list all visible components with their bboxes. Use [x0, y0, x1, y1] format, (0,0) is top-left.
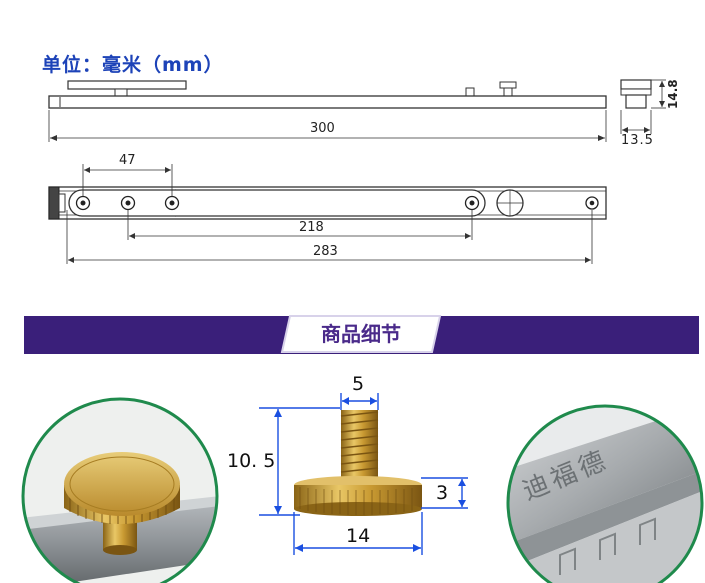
dim-arm-length: 218 [299, 220, 324, 235]
dim-head-height: 3 [436, 482, 449, 504]
rail-detail-frame [506, 404, 704, 583]
top-view [48, 80, 607, 142]
dim-end-height: 14.8 [666, 79, 680, 109]
knob-detail-frame [21, 397, 219, 583]
unit-label: 单位：毫米（mm） [42, 54, 224, 76]
screw-diagram [294, 410, 422, 516]
section-title: 商品细节 [321, 322, 401, 346]
dim-thread-diameter: 5 [352, 373, 365, 395]
dim-hole-spacing: 47 [119, 153, 136, 168]
knob-detail-photo [23, 399, 217, 583]
dim-total-height: 10. 5 [227, 450, 276, 472]
dim-length: 300 [310, 121, 335, 136]
section-banner [24, 315, 699, 354]
dim-end-width: 13.5 [621, 133, 654, 148]
rail-detail-photo [508, 406, 702, 583]
side-view [48, 164, 607, 264]
screw-dimensions [259, 393, 468, 555]
dim-head-diameter: 14 [346, 525, 371, 547]
end-section-view [620, 79, 666, 134]
dim-track-length: 283 [313, 244, 338, 259]
